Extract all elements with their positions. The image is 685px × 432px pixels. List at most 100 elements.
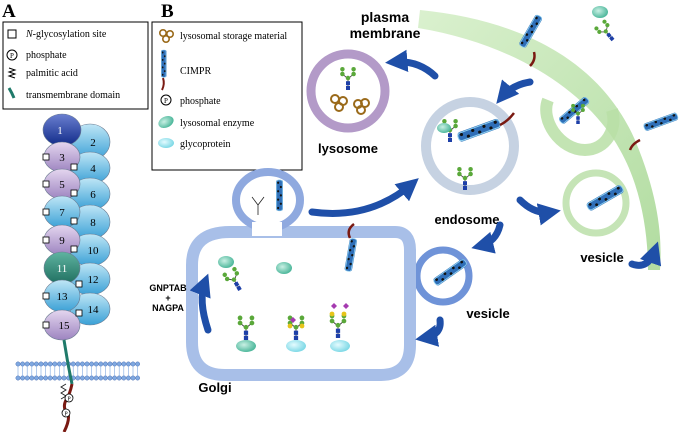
- lipid-head: [130, 361, 136, 367]
- panel-b-label: B: [161, 1, 174, 22]
- domain-9-number: 9: [59, 235, 65, 247]
- palmitic-acid-icon: [7, 67, 17, 79]
- arrow-endosome-to-vesicle-bottom: [471, 221, 504, 254]
- cimpr-icon: [642, 111, 680, 132]
- lipid-head: [43, 361, 48, 367]
- lipid-head: [61, 375, 67, 381]
- golgi-label: Golgi: [198, 380, 231, 395]
- cytoplasmic-tail: [62, 383, 74, 432]
- lipid-head: [52, 361, 58, 367]
- glycan-caps: [290, 303, 349, 323]
- domain-4-number: 4: [90, 163, 96, 175]
- legend-b-phosphate-symbol: P: [164, 97, 168, 105]
- enzyme-label-2: +: [165, 293, 170, 303]
- lipid-head: [70, 361, 76, 367]
- domain-2-number: 2: [90, 137, 96, 149]
- lipid-head: [34, 375, 39, 381]
- domain-14-number: 14: [88, 304, 100, 316]
- lipid-head: [47, 375, 53, 381]
- legend-b-item-3-text: phosphate: [180, 96, 221, 107]
- endosome: endosome: [421, 97, 519, 227]
- domain-8-number: 8: [90, 217, 96, 229]
- lipid-head: [116, 361, 122, 367]
- lipid-head: [57, 361, 62, 367]
- cimpr-icon: [275, 179, 284, 212]
- svg-text:N-glycosylation site: N-glycosylation site: [25, 29, 107, 40]
- plasma-membrane-invagination: [540, 97, 620, 157]
- lipid-head: [24, 375, 30, 381]
- arrow-endosome-to-lysosome: [385, 49, 439, 80]
- lysosomal-enzyme-icon: [437, 123, 451, 133]
- phosphate-icon: [61, 408, 71, 418]
- lysosomal-enzyme-icon: [218, 256, 234, 268]
- transmembrane-domain: [62, 339, 74, 385]
- panel-b-legend: lysosomal storage material CIMPR P phosp…: [151, 21, 303, 171]
- vesicle-bottom: vesicle: [413, 246, 510, 321]
- vesicle-right: vesicle: [562, 169, 630, 265]
- arrow-vesicle-right-to-membrane: [628, 241, 662, 269]
- phosphate-symbol-1: P: [67, 397, 71, 403]
- lipid-head: [121, 375, 127, 381]
- panel-a-label: A: [2, 1, 16, 22]
- lipid-head: [57, 375, 62, 381]
- lipid-head: [34, 361, 39, 367]
- lipid-head: [103, 375, 108, 381]
- domain-11-number: 11: [57, 263, 68, 275]
- lipid-head: [38, 361, 44, 367]
- lipid-head: [80, 375, 85, 381]
- enzyme-label-3: NAGPA: [152, 303, 184, 313]
- transmembrane-domain-icon: [7, 87, 16, 99]
- lipid-head: [112, 375, 118, 381]
- lipid-head: [130, 375, 136, 381]
- panel-a-legend: N-glycosylation site P phosphate palmiti…: [2, 21, 149, 110]
- lipid-head: [89, 375, 95, 381]
- legend-a-item-1-text: -glycosylation site: [33, 29, 107, 40]
- lipid-head: [84, 375, 90, 381]
- lipid-bilayer: [15, 361, 141, 381]
- lipid-head: [121, 361, 127, 367]
- lipid-head: [20, 375, 25, 381]
- lipid-head: [75, 361, 81, 367]
- lipid-head: [93, 361, 99, 367]
- lysosomal-enzyme-icon: [592, 6, 608, 18]
- storage-material-icon: [159, 28, 175, 43]
- glycan-icon: [251, 196, 265, 215]
- domain-10-number: 10: [88, 245, 100, 257]
- lipid-head: [103, 361, 108, 367]
- domain-6-number: 6: [90, 189, 96, 201]
- domain-3-number: 3: [59, 152, 65, 164]
- phosphate-icon: [64, 393, 74, 403]
- legend-a-item-4-text: transmembrane domain: [26, 90, 120, 101]
- glycoprotein-icon: [158, 138, 174, 148]
- lipid-head: [125, 375, 131, 381]
- lysosome: lysosome: [306, 49, 390, 156]
- lipid-head: [116, 375, 122, 381]
- legend-b-item-2-text: CIMPR: [180, 66, 211, 77]
- legend-a-item-3-text: palmitic acid: [26, 68, 78, 79]
- lipid-head: [84, 361, 90, 367]
- domain-1-number: 1: [57, 125, 63, 137]
- lipid-head: [135, 361, 141, 367]
- glycan-icon: [593, 18, 620, 46]
- lipid-head: [98, 375, 104, 381]
- lipid-head: [29, 361, 35, 367]
- vesicle-right-label: vesicle: [580, 250, 623, 265]
- panel-b: B lysosomal storage material CIMPR P pho…: [149, 1, 680, 395]
- lipid-head: [61, 361, 67, 367]
- lipid-head: [38, 375, 44, 381]
- phosphate-icon: [6, 49, 18, 61]
- lipid-head: [107, 361, 113, 367]
- plasma-membrane: [418, 10, 661, 270]
- lipid-head: [20, 361, 25, 367]
- plasma-membrane-label-2: membrane: [350, 25, 421, 41]
- lipid-head: [15, 375, 21, 381]
- phosphate-icon: [160, 94, 172, 106]
- lipid-head: [125, 361, 131, 367]
- lipid-head: [15, 361, 21, 367]
- storage-material-icon: [330, 94, 370, 115]
- domain-12-number: 12: [88, 274, 99, 286]
- lipid-head: [24, 361, 30, 367]
- lipid-head: [47, 361, 53, 367]
- cimpr-domain-stack: [42, 113, 111, 341]
